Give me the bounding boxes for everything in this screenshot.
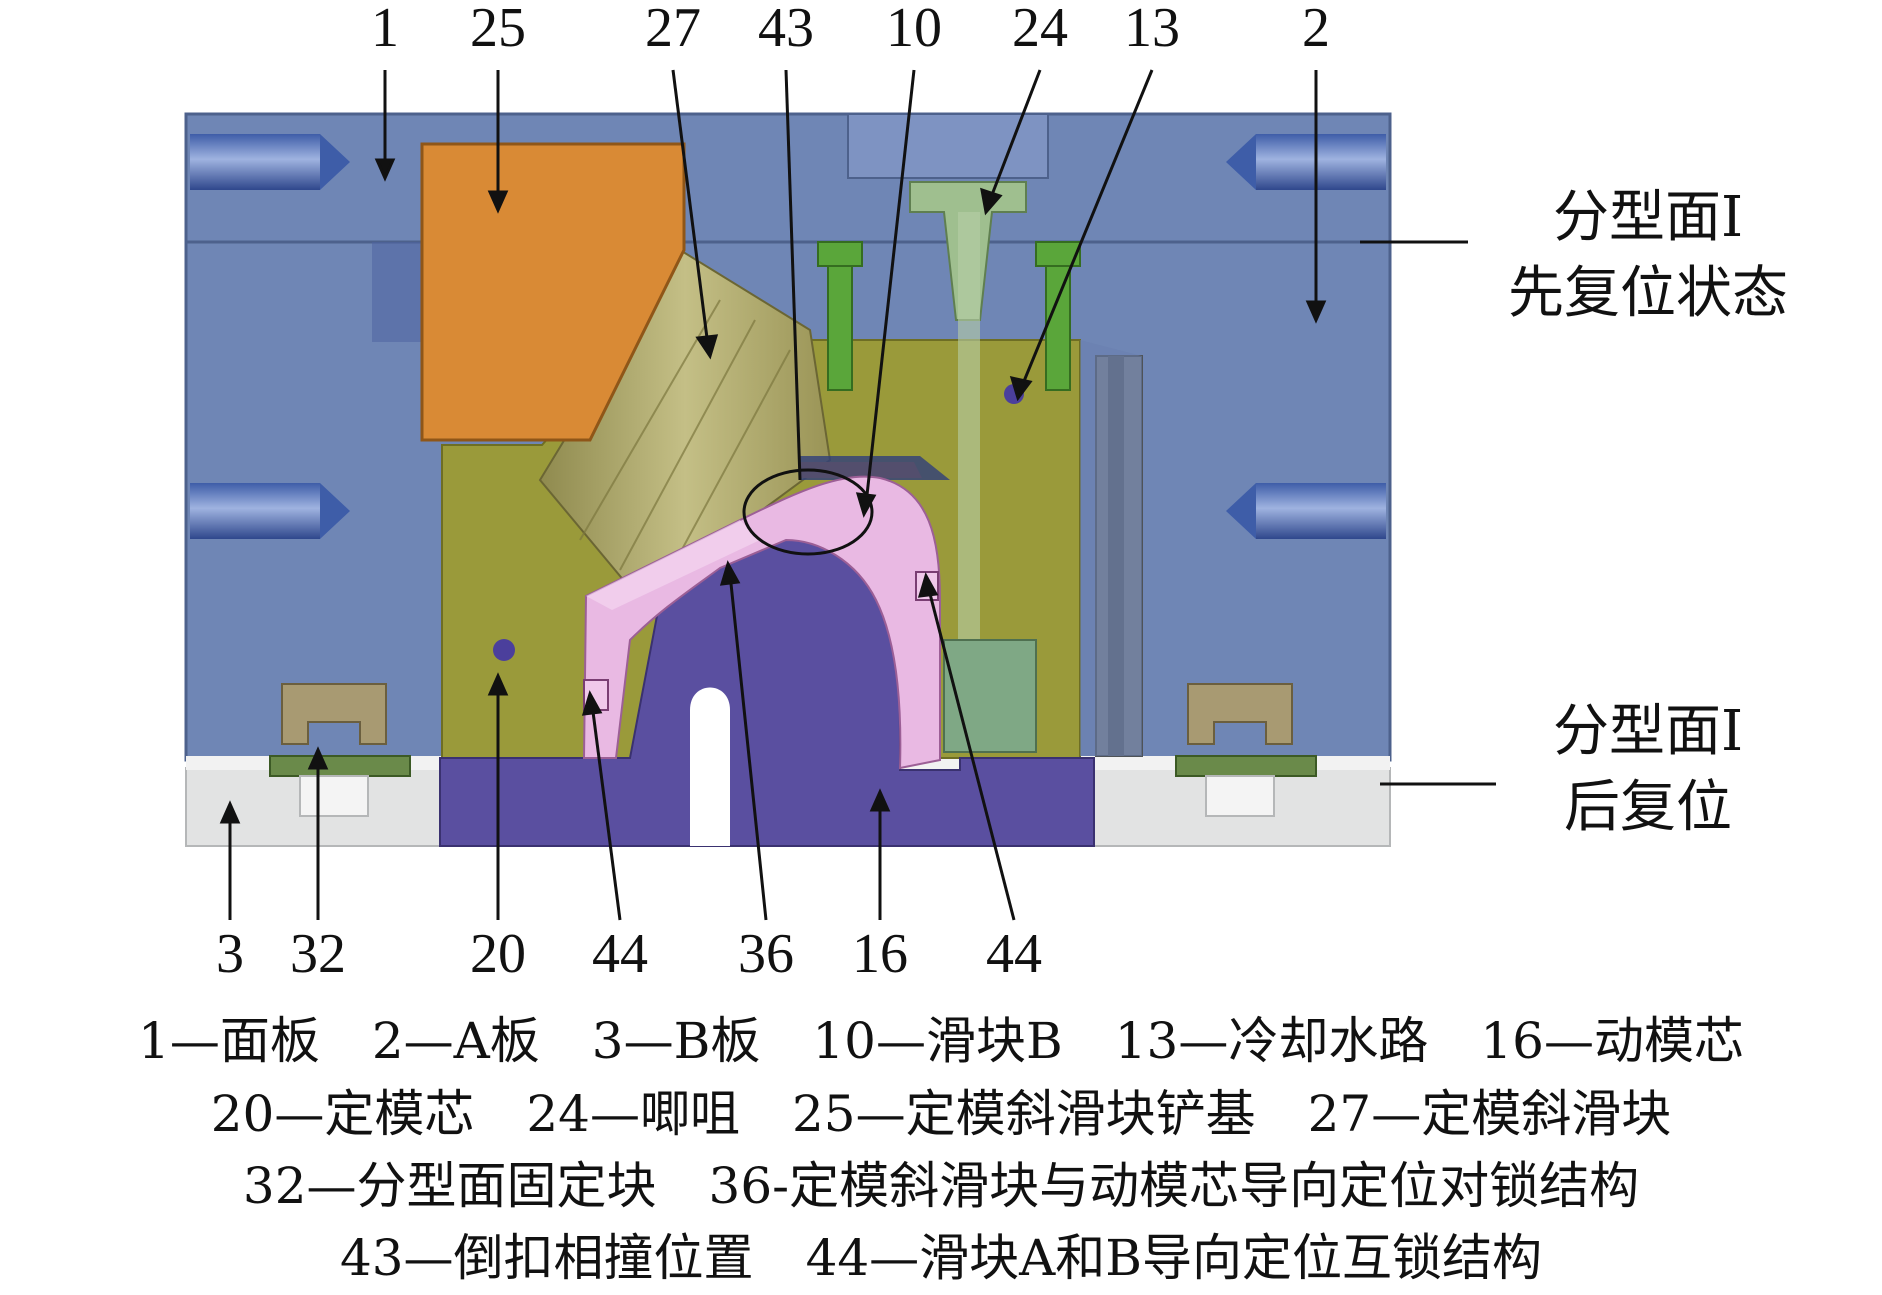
legend-row-2: 20—定模芯 24—唧咀 25—定模斜滑块铲基 27—定模斜滑块 [0, 1078, 1882, 1150]
legend-row-3: 32—分型面固定块 36-定模斜滑块与动模芯导向定位对锁结构 [0, 1150, 1882, 1222]
guide-pin-left-top [190, 134, 350, 190]
callout-3: 3 [216, 923, 244, 985]
legend-item: 16—动模芯 [1480, 1012, 1744, 1070]
callout-36: 36 [738, 923, 794, 985]
right-plate-wall [1080, 340, 1142, 756]
slider-b-ridge [586, 520, 760, 610]
collision-zone-ellipse [742, 468, 874, 556]
leader-13 [1020, 69, 1154, 387]
cooling-channel-20 [493, 639, 515, 661]
legend-item: 27—定模斜滑块 [1307, 1085, 1672, 1143]
legend-item: 3—B板 [591, 1012, 761, 1070]
guide-pin-right-mid [1226, 483, 1386, 539]
leader-43 [784, 69, 802, 481]
leader-44-right [926, 585, 1016, 921]
side-label-lower-line1: 分型面Ⅰ [1553, 699, 1743, 764]
leader-27 [671, 69, 710, 347]
legend-item: 20—定模芯 [210, 1085, 475, 1143]
legend-item: 13—冷却水路 [1114, 1012, 1429, 1070]
legend-row-4: 43—倒扣相撞位置 44—滑块A和B导向定位互锁结构 [0, 1222, 1882, 1294]
side-label-upper-line2: 先复位状态 [1508, 261, 1788, 326]
leader-10 [864, 69, 916, 505]
callout-44-right: 44 [986, 923, 1042, 985]
legend-item: 2—A板 [371, 1012, 540, 1070]
callout-16: 16 [852, 923, 908, 985]
sprue-channel [958, 212, 980, 752]
guide-pin-left-mid [190, 483, 350, 539]
legend-row-1: 1—面板 2—A板 3—B板 10—滑块B 13—冷却水路 16—动模芯 [0, 1005, 1882, 1077]
guide-pin-right-top [1226, 134, 1386, 190]
legend-item: 32—分型面固定块 [242, 1157, 657, 1215]
callout-20: 20 [470, 923, 526, 985]
callout-24: 24 [1012, 0, 1068, 59]
callout-44-left: 44 [592, 923, 648, 985]
legend-item: 1—面板 [138, 1012, 320, 1070]
parting-fixed-block-left [269, 683, 411, 777]
slider-heel-base [420, 142, 686, 442]
top-center-block [847, 113, 1049, 179]
legend-item: 25—定模斜滑块铲基 [792, 1085, 1256, 1143]
callout-1: 1 [371, 0, 399, 59]
sprue-lower-block [943, 639, 1037, 753]
side-label-upper-line1: 分型面Ⅰ [1553, 185, 1743, 250]
leader-44-left [590, 703, 622, 921]
b-plate-notch-left [299, 775, 369, 817]
parting-fixed-block-right [1175, 683, 1317, 777]
callout-32: 32 [290, 923, 346, 985]
ejector-slot [690, 687, 730, 846]
legend-item: 10—滑块B [812, 1012, 1063, 1070]
b-plate-notch-right [1205, 775, 1275, 817]
side-label-lower-line2: 后复位 [1564, 775, 1732, 840]
top-callouts: 1 25 27 43 10 24 13 2 [371, 0, 1330, 59]
leader-36 [728, 573, 768, 921]
slider-b [582, 475, 941, 770]
bottom-callouts: 3 32 20 44 36 16 44 [216, 923, 1042, 985]
screw-left [817, 241, 863, 391]
callout-25: 25 [470, 0, 526, 59]
leader-24 [988, 69, 1042, 201]
callout-27: 27 [645, 0, 701, 59]
legend-item: 43—倒扣相撞位置 [339, 1229, 754, 1287]
legend-item: 24—唧咀 [526, 1085, 740, 1143]
callout-2: 2 [1302, 0, 1330, 59]
legend-item: 36-定模斜滑块与动模芯导向定位对锁结构 [708, 1157, 1640, 1215]
callout-13: 13 [1124, 0, 1180, 59]
legend-item: 44—滑块A和B导向定位互锁结构 [805, 1229, 1543, 1287]
callout-10: 10 [886, 0, 942, 59]
callout-43: 43 [758, 0, 814, 59]
